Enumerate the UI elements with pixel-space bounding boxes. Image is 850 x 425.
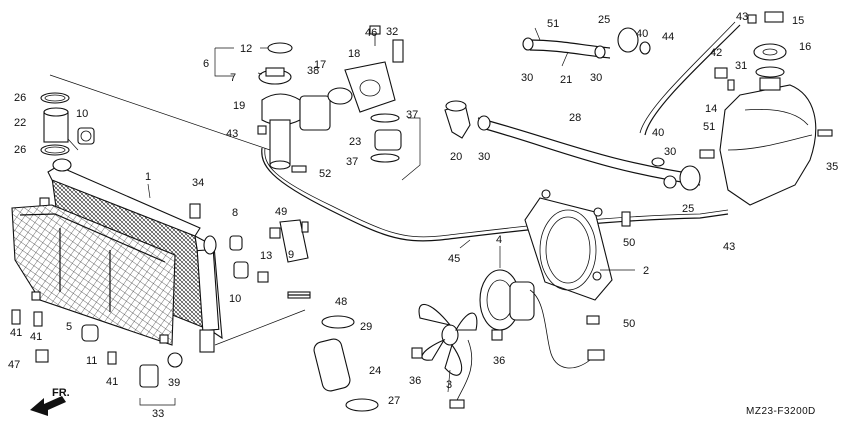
part-label-50: 50: [623, 318, 635, 330]
part-label-36: 36: [493, 355, 505, 367]
part-label-33: 33: [152, 408, 164, 420]
part-label-27: 27: [388, 395, 400, 407]
part-label-49: 49: [275, 206, 287, 218]
reserve-tank: [651, 43, 833, 206]
radiator-shroud: [11, 204, 176, 346]
small-parts: [11, 203, 309, 406]
part-label-50: 50: [623, 237, 635, 249]
part-label-23: 23: [349, 136, 361, 148]
cooling-fan-group: [411, 189, 631, 409]
part-label-38: 38: [307, 65, 319, 77]
part-label-35: 35: [826, 161, 838, 173]
part-number-labels: 1234567891010111213141516171819202122232…: [8, 11, 838, 420]
part-label-43: 43: [736, 11, 748, 23]
diagram-code-suffix: D: [808, 406, 816, 417]
part-label-30: 30: [664, 146, 676, 158]
thermostat-housing-group: [214, 25, 421, 181]
part-label-30: 30: [478, 151, 490, 163]
part-label-32: 32: [386, 26, 398, 38]
part-label-12: 12: [240, 43, 252, 55]
part-label-43: 43: [226, 128, 238, 140]
part-label-36: 36: [409, 375, 421, 387]
part-label-13: 13: [260, 250, 272, 262]
part-label-9: 9: [288, 249, 294, 261]
part-label-14: 14: [705, 103, 717, 115]
diagram-code: MZ23-F3200 D: [746, 406, 816, 417]
part-label-31: 31: [735, 60, 747, 72]
part-label-37: 37: [346, 156, 358, 168]
part-label-19: 19: [233, 100, 245, 112]
part-label-26: 26: [14, 144, 26, 156]
part-label-40: 40: [652, 127, 664, 139]
part-label-44: 44: [662, 31, 674, 43]
part-label-21: 21: [560, 74, 572, 86]
part-label-25: 25: [598, 14, 610, 26]
direction-label: FR.: [52, 387, 70, 399]
part-label-51: 51: [703, 121, 715, 133]
part-label-39: 39: [168, 377, 180, 389]
part-label-52: 52: [319, 168, 331, 180]
part-label-17: 17: [314, 59, 326, 71]
part-label-15: 15: [792, 15, 804, 27]
part-label-41: 41: [106, 376, 118, 388]
part-label-29: 29: [360, 321, 372, 333]
part-label-24: 24: [369, 365, 381, 377]
part-label-41: 41: [10, 327, 22, 339]
part-label-30: 30: [521, 72, 533, 84]
diagram-code-text: MZ23-F3200: [746, 406, 808, 417]
fan-blade: [418, 303, 478, 376]
part-label-48: 48: [335, 296, 347, 308]
part-label-47: 47: [8, 359, 20, 371]
part-label-4: 4: [496, 234, 502, 246]
part-label-8: 8: [232, 207, 238, 219]
part-label-1: 1: [145, 171, 151, 183]
upper-hoses: [444, 11, 784, 186]
part-label-22: 22: [14, 117, 26, 129]
lower-hose-group: [287, 291, 379, 412]
part-label-25: 25: [682, 203, 694, 215]
part-label-30: 30: [590, 72, 602, 84]
part-label-20: 20: [450, 151, 462, 163]
part-label-51: 51: [547, 18, 559, 30]
part-label-10: 10: [229, 293, 241, 305]
part-label-11: 11: [86, 355, 97, 367]
part-label-16: 16: [799, 41, 811, 53]
leader-lines: [67, 27, 635, 393]
part-label-45: 45: [448, 253, 460, 265]
part-label-6: 6: [203, 58, 209, 70]
part-label-37: 37: [406, 109, 418, 121]
part-label-7: 7: [230, 72, 236, 84]
part-label-3: 3: [446, 379, 452, 391]
part-label-46: 46: [365, 27, 377, 39]
radiator-upper-hose-group: [40, 92, 95, 156]
part-label-41: 41: [30, 331, 42, 343]
part-label-43: 43: [723, 241, 735, 253]
siphon-tube: [261, 147, 729, 242]
part-label-42: 42: [710, 47, 722, 59]
part-label-26: 26: [14, 92, 26, 104]
part-label-40: 40: [636, 28, 648, 40]
part-label-34: 34: [192, 177, 204, 189]
front-direction-arrow: FR.: [30, 387, 70, 416]
part-label-28: 28: [569, 112, 581, 124]
radiator-assembly: [11, 74, 306, 353]
part-label-18: 18: [348, 48, 360, 60]
part-label-2: 2: [643, 265, 649, 277]
part-label-10: 10: [76, 108, 88, 120]
part-label-5: 5: [66, 321, 72, 333]
